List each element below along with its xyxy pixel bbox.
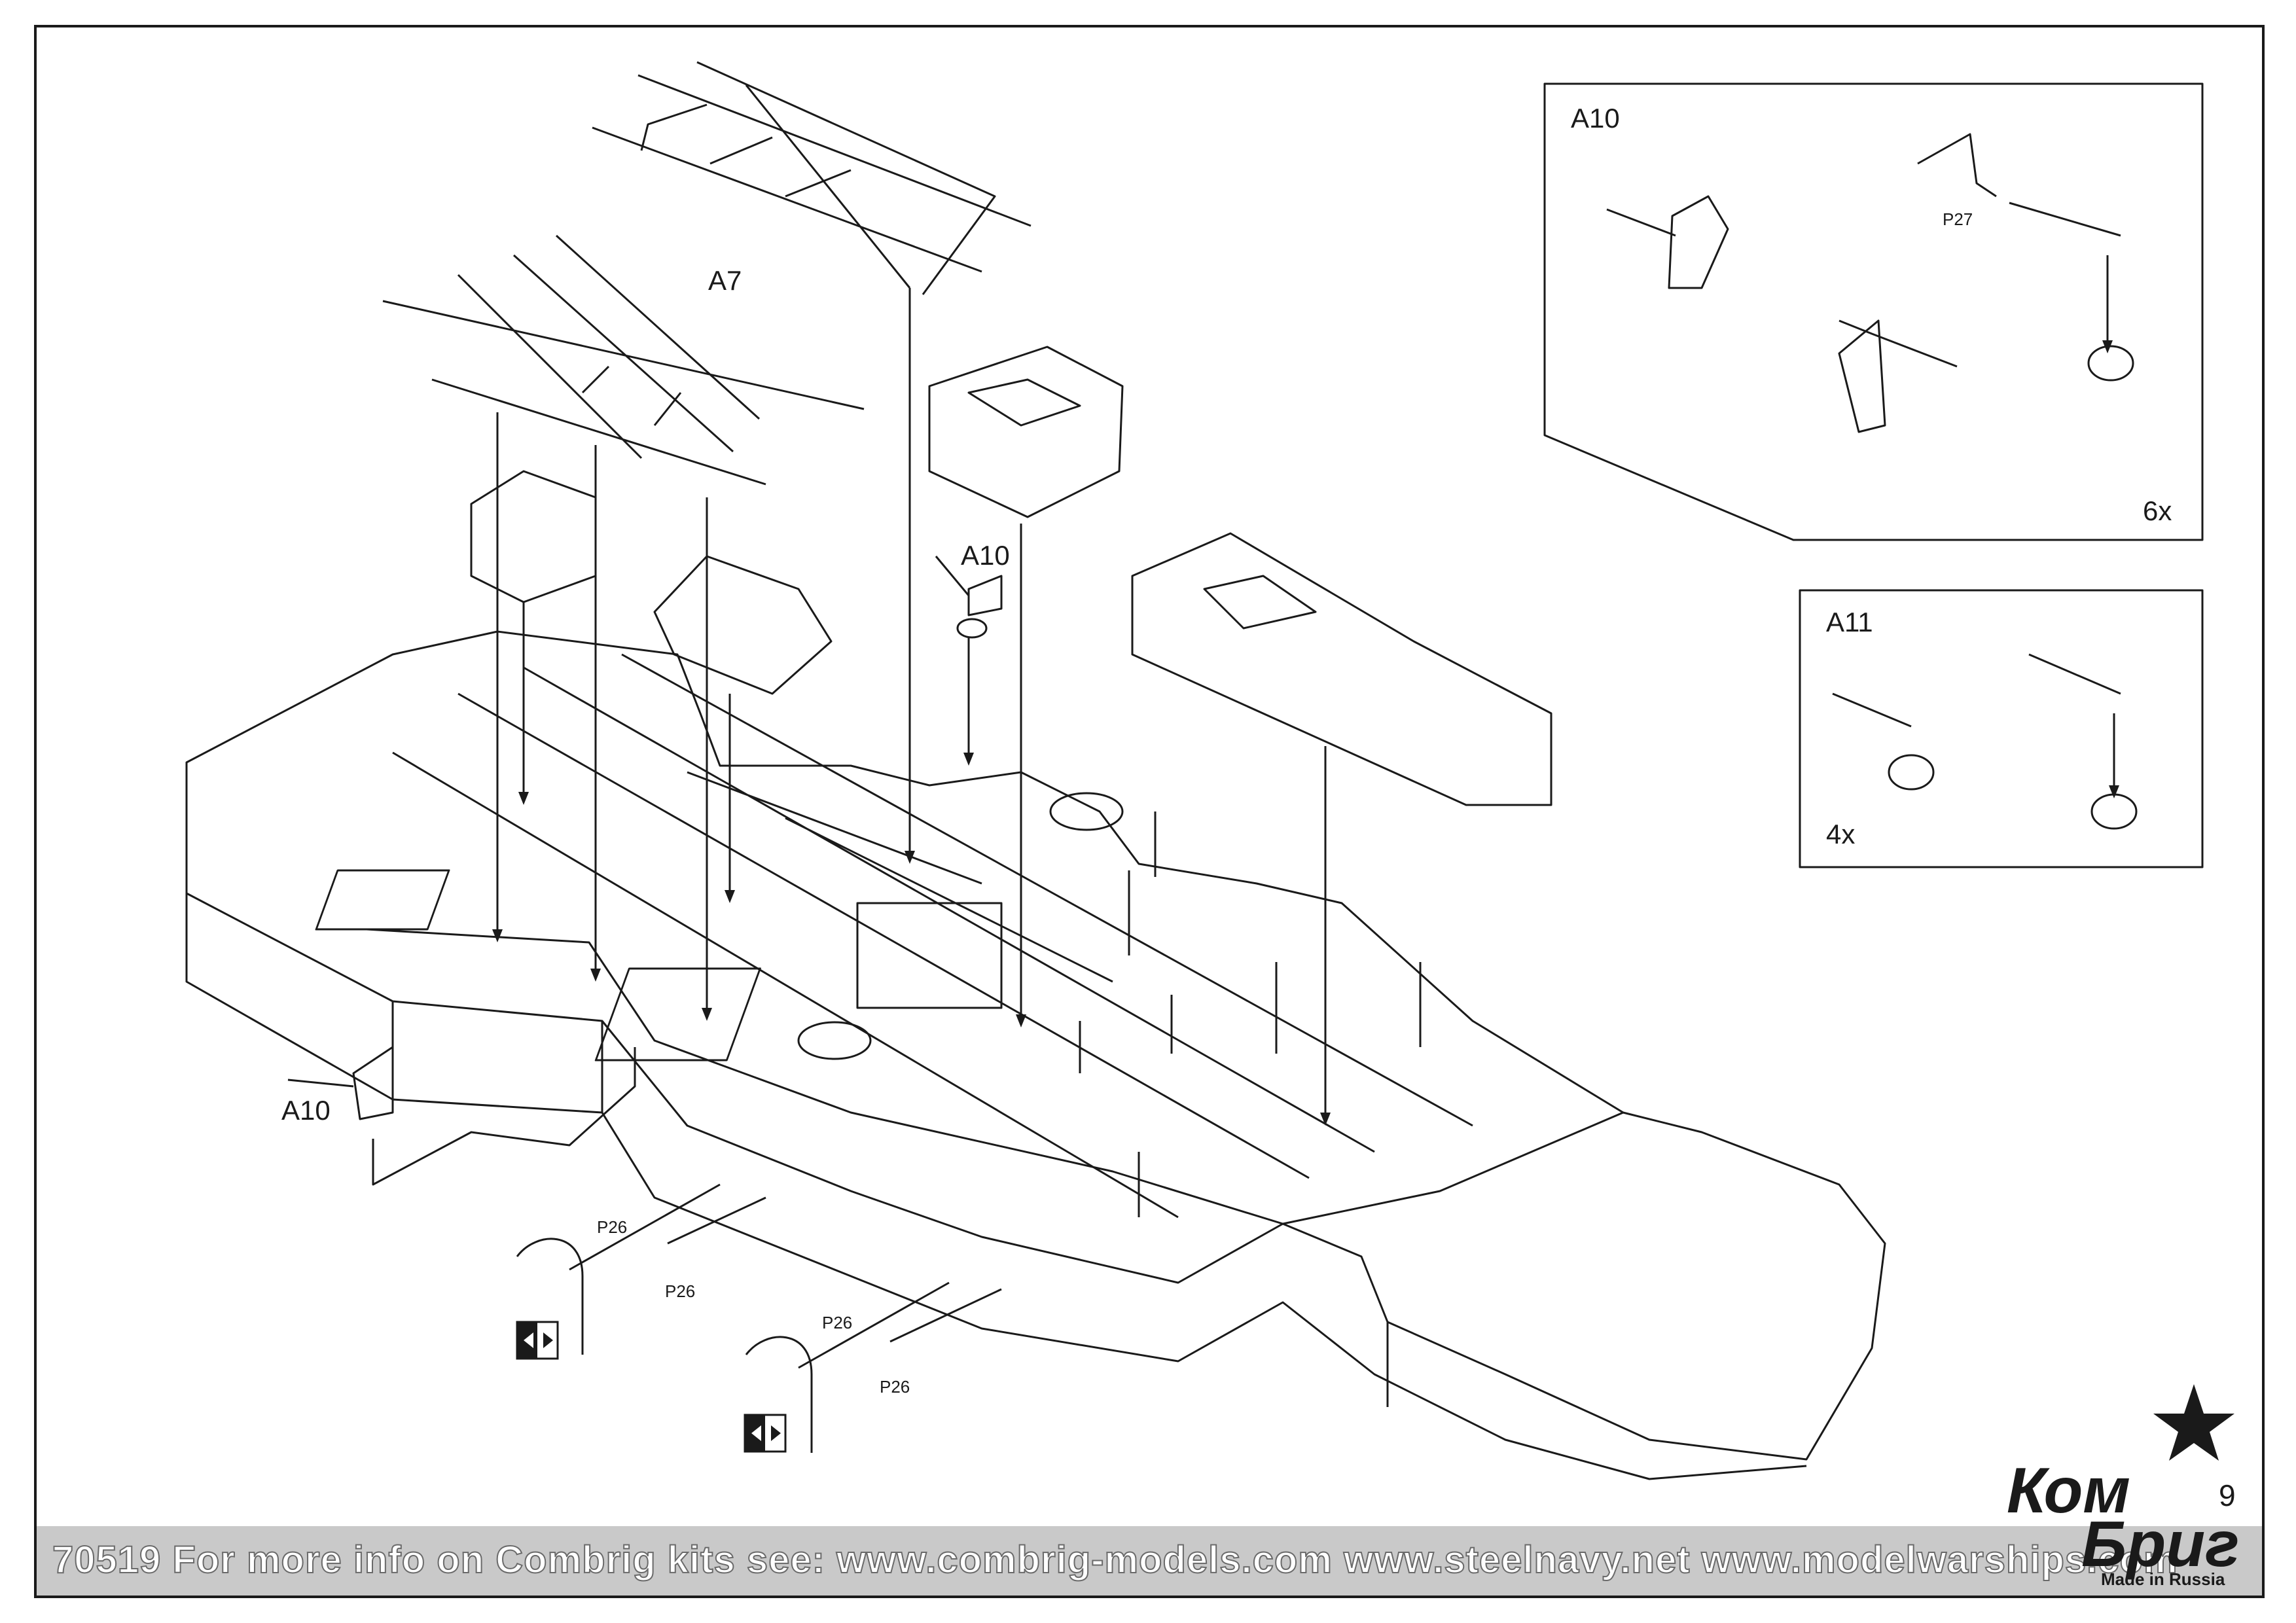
rack-a7-upper: [592, 61, 1031, 295]
deck-outline: [185, 630, 1886, 1461]
page-number: 9: [2219, 1478, 2236, 1512]
gun-a10-left-leader: [372, 1047, 636, 1186]
leader-lines: [496, 288, 1327, 1113]
gun-mount: [956, 618, 988, 639]
inset-a11-mount: [2090, 793, 2138, 830]
winch-drum: [1049, 792, 1124, 831]
label-a10-center: A10: [961, 540, 1010, 571]
inset-a11-guns: [1832, 653, 2121, 785]
label-p26: P26: [597, 1217, 628, 1237]
deck-plates: [392, 653, 1473, 1219]
logo-line1: Ком: [2007, 1454, 2130, 1526]
arrow-left-box-icon: [516, 1321, 559, 1360]
inset-a10-quantity: 6x: [2143, 495, 2172, 526]
winch-drum: [797, 1021, 872, 1060]
inset-a10-guns: [1606, 133, 2121, 433]
deck-inner-line: [366, 928, 1624, 1225]
inset-a10-mount: [2087, 345, 2134, 382]
brand-logo: Ком Бриг Made in Russia: [2003, 1400, 2240, 1590]
page-frame: [34, 25, 2265, 1598]
inset-a10-title: A10: [1571, 103, 1620, 134]
gun-a10-center: [935, 556, 1003, 616]
inset-a11-mount: [1888, 754, 1935, 791]
hatch: [315, 869, 450, 931]
inset-a10-frame: [1543, 82, 2204, 541]
label-p26: P26: [665, 1281, 696, 1301]
inset-a11-frame: [1799, 589, 2204, 868]
inset-a11-title: A11: [1826, 607, 1873, 637]
label-a7: A7: [708, 265, 742, 296]
logo-tagline: Made in Russia: [2101, 1569, 2225, 1589]
vent-pipe: [1079, 812, 1422, 1217]
arrow-left-box-icon: [744, 1414, 787, 1453]
label-a10-left: A10: [281, 1095, 331, 1126]
cabinet-box: [653, 555, 833, 695]
gun-a10-left: [287, 1046, 394, 1120]
davit-p26: [516, 1183, 766, 1355]
logo-line2: Бриг: [2081, 1508, 2240, 1580]
hull-side: [185, 893, 1807, 1480]
star-icon: [2153, 1384, 2234, 1461]
davit-p26: [745, 1281, 1002, 1453]
ventilator-box: [470, 470, 597, 603]
arrowheads: [492, 340, 2119, 1126]
winch-base: [856, 902, 1003, 1009]
hatch: [594, 967, 761, 1061]
inset-a10-part: P27: [1943, 209, 1973, 229]
deckhouse-fwd: [1131, 532, 1552, 806]
footer-text: 70519 For more info on Combrig kits see:…: [52, 1538, 2178, 1582]
deckhouse-aft: [928, 346, 1124, 518]
rack-a7-lower: [382, 234, 865, 486]
footer-band: [37, 1526, 2262, 1596]
label-p26: P26: [822, 1313, 853, 1332]
label-p26: P26: [880, 1377, 910, 1397]
inset-a11-quantity: 4x: [1826, 819, 1856, 849]
